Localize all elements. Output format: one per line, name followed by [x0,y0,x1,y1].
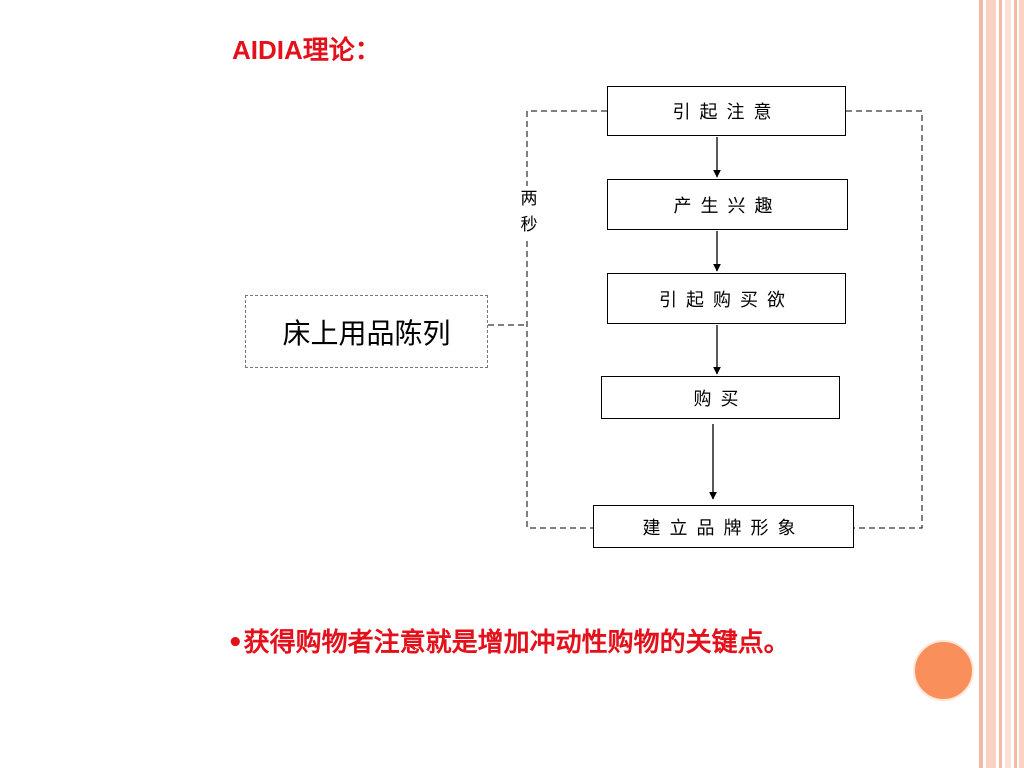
step-interest: 产生兴趣 [607,179,848,230]
step-desire: 引起购买欲 [607,273,846,324]
bullet-text: 获得购物者注意就是增加冲动性购物的关键点。 [243,628,790,658]
duration-label: 两 秒 [516,186,542,238]
decorative-stripe [979,0,983,768]
slide-title: AIDIA理论： [232,35,381,65]
bedding-display-label: 床上用品陈列 [282,316,451,350]
duration-label-line2: 秒 [520,215,538,235]
step-action: 购买 [601,376,840,419]
step-attention: 引起注意 [607,86,846,136]
decorative-stripe [1005,0,1011,768]
step-brand-image: 建立品牌形象 [593,505,854,548]
key-point-bullet: •获得购物者注意就是增加冲动性购物的关键点。 [227,622,790,659]
bedding-display-box: 床上用品陈列 [245,295,488,368]
decorative-stripe [986,0,996,768]
decorative-stripe [1019,0,1024,768]
bullet-dot: • [227,628,244,658]
decorative-stripe [1014,0,1017,768]
duration-label-line1: 两 [520,189,538,209]
decorative-circle [913,640,974,701]
decorative-stripe [999,0,1002,768]
left-dashed-bracket [526,110,607,529]
right-dashed-bracket [846,110,923,529]
